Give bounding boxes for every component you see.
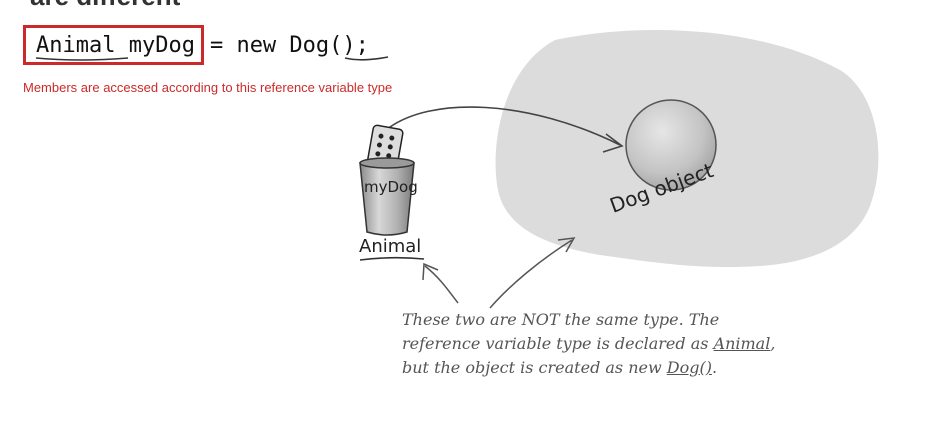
cup-label: myDog bbox=[364, 178, 418, 196]
caption-arrow-left bbox=[424, 265, 459, 304]
reference-arrowhead bbox=[602, 133, 624, 153]
code-line: Animal myDog = new Dog(); bbox=[23, 22, 369, 68]
caption-arrowhead-left bbox=[422, 262, 439, 281]
reference-cup-icon bbox=[359, 157, 415, 236]
caption-line-2: reference variable type is declared as A… bbox=[402, 334, 776, 353]
caption-dog: Dog() bbox=[666, 358, 712, 377]
caption-arrow-right bbox=[489, 239, 573, 309]
underline-cup-type bbox=[359, 256, 425, 261]
cup-type-label: Animal bbox=[359, 236, 421, 257]
object-creation-code: = new Dog(); bbox=[209, 32, 369, 58]
reference-declaration-box: Animal myDog bbox=[23, 25, 204, 65]
heading-fragment: are different bbox=[30, 0, 180, 12]
underline-dog bbox=[344, 56, 389, 61]
caption-line-3: but the object is created as new Dog(). bbox=[402, 358, 718, 377]
reference-arrow bbox=[385, 106, 621, 146]
caption-arrowhead-right bbox=[557, 237, 576, 253]
reference-type-note: Members are accessed according to this r… bbox=[23, 80, 393, 95]
underline-animal bbox=[35, 57, 129, 61]
dog-object-ball bbox=[625, 99, 717, 191]
caption-animal: Animal bbox=[713, 334, 771, 353]
type-difference-caption: These two are NOT the same type. The ref… bbox=[402, 308, 782, 380]
caption-line-1: These two are NOT the same type. The bbox=[402, 310, 720, 329]
